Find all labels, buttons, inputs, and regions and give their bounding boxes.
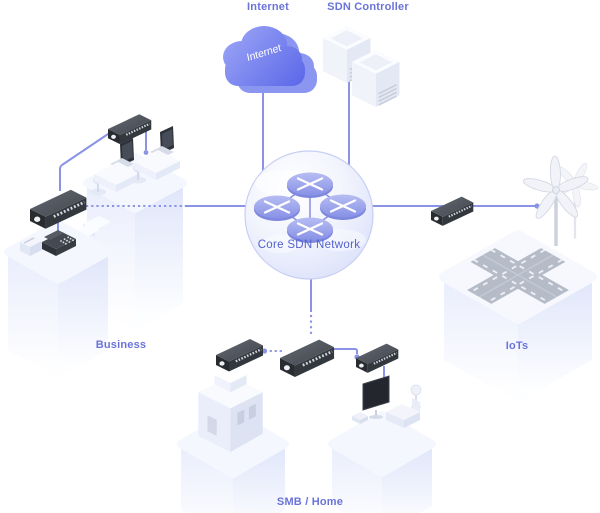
printer-icon	[20, 236, 42, 256]
router-icon	[254, 172, 366, 243]
iot-platform	[439, 230, 597, 402]
internet-label: Internet	[247, 1, 289, 13]
smb-right-platform	[328, 411, 436, 513]
switch-icon-smb-left	[214, 337, 265, 373]
smb-home-label: SMB / Home	[276, 496, 344, 508]
iot-label: IoTs	[505, 340, 529, 352]
core-sdn-network-label: Core SDN Network	[257, 239, 361, 251]
switch-icon-smb-center	[278, 338, 336, 379]
desk-phone-icon	[42, 230, 76, 256]
switch-icon-iot	[429, 195, 475, 227]
server-stack-icon	[322, 25, 401, 108]
tv-icon	[362, 375, 390, 419]
home-entertainment-icon	[352, 375, 422, 428]
office-building-icon	[198, 366, 263, 452]
switch-icon-smb-right	[354, 342, 400, 374]
wind-turbine-icon	[522, 155, 599, 246]
business-label: Business	[95, 339, 147, 351]
sofa-icon	[386, 398, 420, 428]
core-sdn-circle	[244, 150, 374, 280]
media-console-icon	[352, 412, 368, 424]
sdn-controller-label: SDN Controller	[327, 1, 409, 13]
server-icon	[351, 49, 401, 108]
cloud-icon	[223, 26, 317, 93]
